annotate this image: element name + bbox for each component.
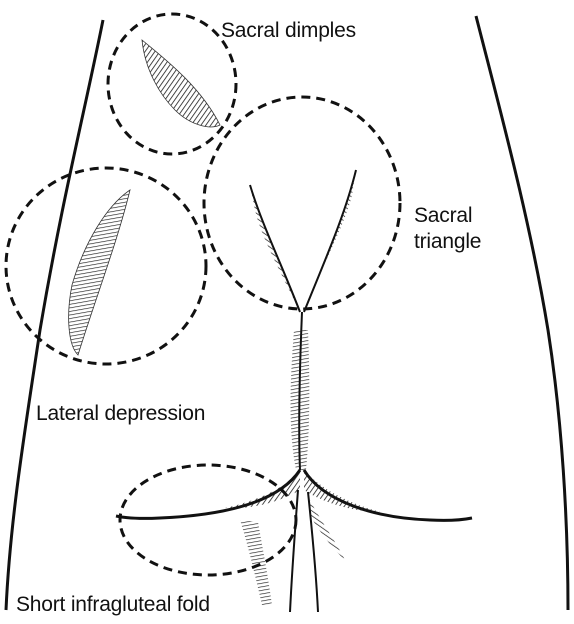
lateral-depression-shading [68,189,131,356]
sacral-triangle-circle [202,95,402,311]
left-gluteal-shade [225,470,300,509]
infragluteal-fold-circle [118,463,298,577]
sacral-triangle-left [249,184,301,313]
sacral-dimples-label: Sacral dimples [221,19,356,42]
left-body-outline [4,19,105,611]
sacral-triangle-left-shade [250,185,300,312]
left-infragluteal-shade [240,520,272,605]
right-gluteal-shade [304,470,380,512]
sacral-dimple-shading [141,39,221,128]
intergluteal-cleft-shade [290,330,310,470]
sacral-triangle-label-line1: Sacral [414,204,473,227]
short-infragluteal-fold-label: Short infragluteal fold [16,593,210,616]
right-body-outline [474,15,570,611]
sacral-triangle-label: Sacral triangle [414,203,481,256]
lateral-depression-label: Lateral depression [36,402,206,425]
sacral-triangle-right [303,169,357,313]
right-inner-thigh [307,491,319,613]
right-inner-thigh-shade [310,500,345,560]
lateral-depression-circle [4,166,208,366]
sacral-triangle-label-line2: triangle [414,230,482,254]
left-inner-thigh [289,489,299,613]
sacral-dimples-circle [106,12,238,156]
